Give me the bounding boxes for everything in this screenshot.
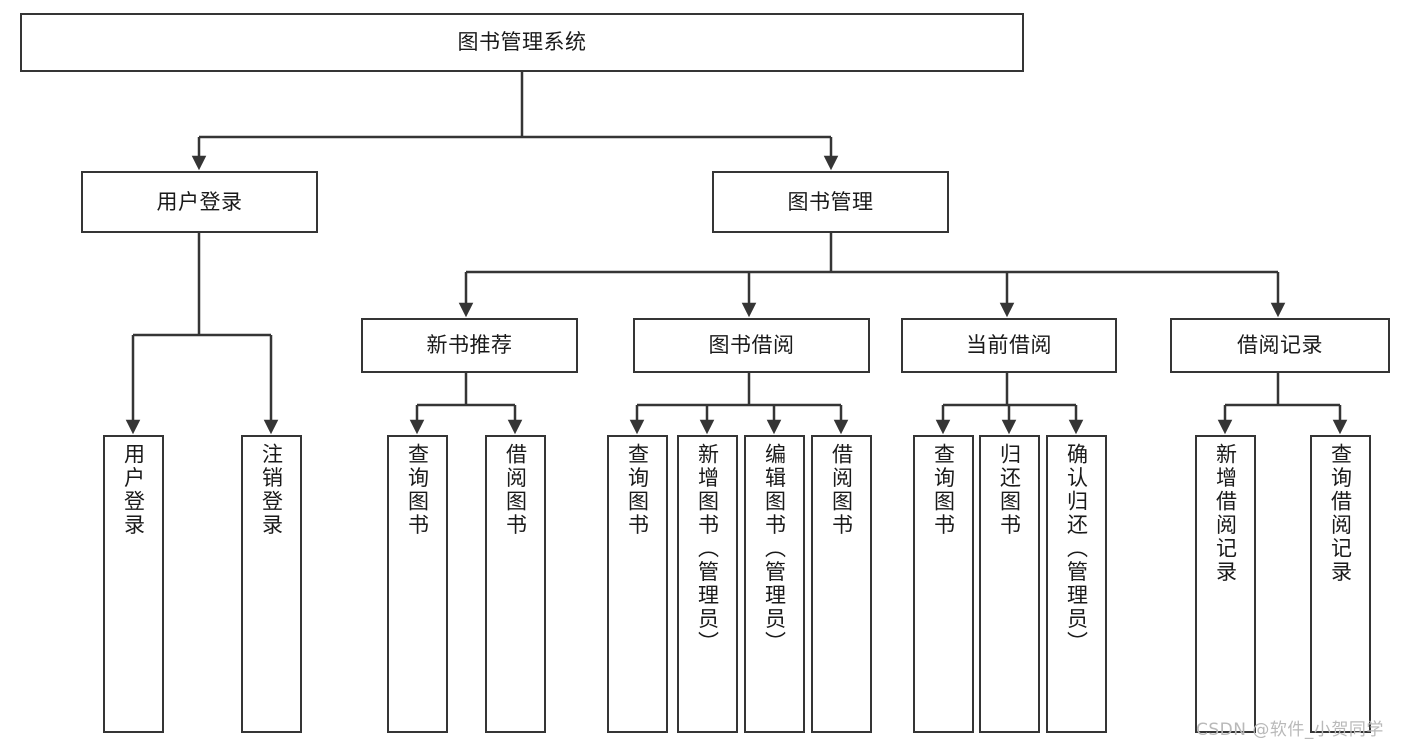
node-user-login[interactable]: 用户登录 — [81, 171, 318, 233]
node-leaf-query-book-recommend-label: 查询图书 — [405, 443, 430, 537]
node-current-borrow-label: 当前借阅 — [966, 333, 1052, 358]
node-leaf-add-book-admin-label: 新增图书（管理员） — [695, 443, 720, 655]
node-leaf-query-book-current-label: 查询图书 — [931, 443, 956, 537]
node-book-management-label: 图书管理 — [787, 189, 874, 214]
node-borrow-record-label: 借阅记录 — [1237, 333, 1323, 358]
node-new-book-recommend[interactable]: 新书推荐 — [361, 318, 578, 373]
node-root[interactable]: 图书管理系统 — [20, 13, 1024, 72]
node-book-borrow[interactable]: 图书借阅 — [633, 318, 870, 373]
node-user-login-label: 用户登录 — [156, 189, 243, 214]
node-leaf-query-book-current[interactable]: 查询图书 — [913, 435, 974, 733]
node-leaf-borrow-book-recommend[interactable]: 借阅图书 — [485, 435, 546, 733]
node-leaf-query-book-borrow-label: 查询图书 — [625, 443, 650, 537]
node-book-management[interactable]: 图书管理 — [712, 171, 949, 233]
node-leaf-logout-label: 注销登录 — [259, 443, 284, 537]
node-leaf-add-book-admin[interactable]: 新增图书（管理员） — [677, 435, 738, 733]
node-leaf-user-login[interactable]: 用户登录 — [103, 435, 164, 733]
node-leaf-return-book-label: 归还图书 — [997, 443, 1022, 537]
node-leaf-user-login-label: 用户登录 — [121, 443, 146, 537]
node-leaf-query-borrow-record[interactable]: 查询借阅记录 — [1310, 435, 1371, 733]
node-leaf-query-book-borrow[interactable]: 查询图书 — [607, 435, 668, 733]
node-leaf-return-book[interactable]: 归还图书 — [979, 435, 1040, 733]
node-leaf-query-borrow-record-label: 查询借阅记录 — [1328, 443, 1353, 584]
node-leaf-add-borrow-record-label: 新增借阅记录 — [1213, 443, 1238, 584]
watermark: CSDN @软件_小贺同学 — [1196, 720, 1384, 740]
node-leaf-add-borrow-record[interactable]: 新增借阅记录 — [1195, 435, 1256, 733]
node-leaf-edit-book-admin[interactable]: 编辑图书（管理员） — [744, 435, 805, 733]
node-leaf-borrow-book[interactable]: 借阅图书 — [811, 435, 872, 733]
node-leaf-borrow-book-recommend-label: 借阅图书 — [503, 443, 528, 537]
node-root-label: 图书管理系统 — [457, 30, 587, 55]
node-leaf-query-book-recommend[interactable]: 查询图书 — [387, 435, 448, 733]
node-leaf-confirm-return-admin-label: 确认归还（管理员） — [1064, 443, 1089, 655]
node-borrow-record[interactable]: 借阅记录 — [1170, 318, 1390, 373]
node-leaf-confirm-return-admin[interactable]: 确认归还（管理员） — [1046, 435, 1107, 733]
node-leaf-edit-book-admin-label: 编辑图书（管理员） — [762, 443, 787, 655]
node-book-borrow-label: 图书借阅 — [708, 333, 795, 358]
node-leaf-logout[interactable]: 注销登录 — [241, 435, 302, 733]
node-new-book-recommend-label: 新书推荐 — [426, 333, 513, 358]
node-current-borrow[interactable]: 当前借阅 — [901, 318, 1117, 373]
node-leaf-borrow-book-label: 借阅图书 — [829, 443, 854, 537]
